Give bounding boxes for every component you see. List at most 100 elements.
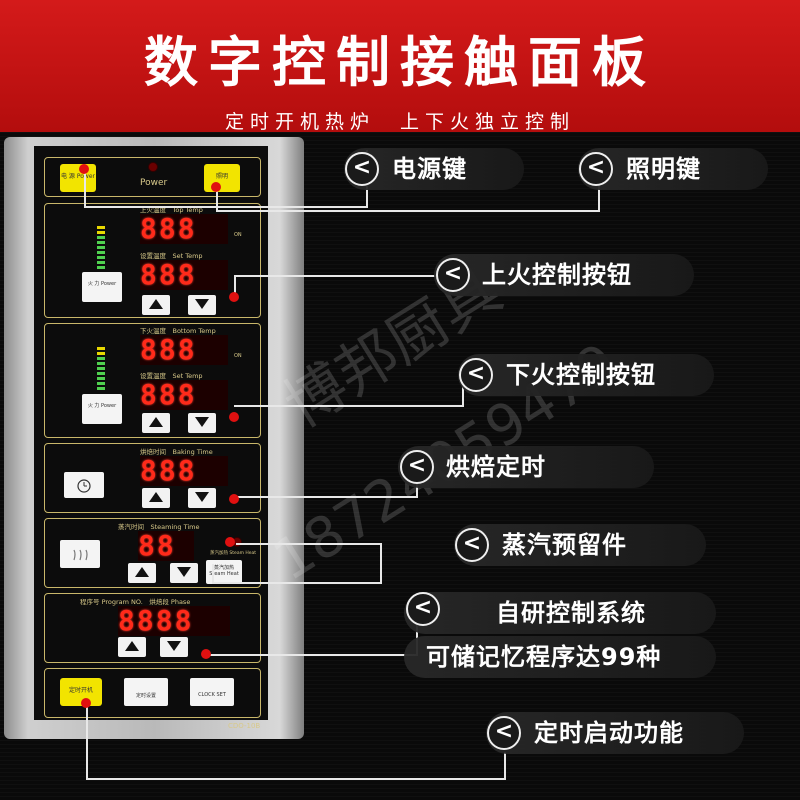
page-subtitle: 定时开机热炉 上下火独立控制	[224, 111, 575, 133]
steaming-up-button[interactable]	[128, 563, 156, 583]
down-arrow-icon	[195, 492, 209, 502]
marker-dot	[229, 292, 239, 302]
power-led	[148, 162, 158, 172]
level-bar	[97, 372, 105, 375]
connector-line	[216, 210, 600, 212]
power-section	[44, 157, 261, 197]
program-label: 程序号 Program NO. 烘焙段 Phase	[80, 598, 191, 606]
bottom-set-display-bg	[140, 380, 228, 410]
program-up-button[interactable]	[118, 637, 146, 657]
baking-key[interactable]	[64, 472, 104, 498]
baking-display: 888	[140, 454, 197, 487]
callout-steam: 蒸汽预留件	[454, 524, 706, 566]
model-label: CDO-10B	[228, 722, 261, 730]
top-down-button[interactable]	[188, 295, 216, 315]
marker-dot	[229, 494, 239, 504]
chevron-left-icon: <	[487, 716, 521, 750]
level-bar	[97, 241, 105, 244]
marker-dot	[211, 182, 221, 192]
level-bar	[97, 362, 105, 365]
up-arrow-icon	[135, 567, 149, 577]
level-bar	[97, 357, 105, 360]
chevron-left-icon: <	[436, 258, 470, 292]
connector-line	[84, 206, 368, 208]
clock-section	[44, 668, 261, 718]
marker-dot	[229, 412, 239, 422]
chevron-left-icon: <	[400, 450, 434, 484]
level-bar	[97, 387, 105, 390]
level-bar	[97, 246, 105, 249]
clock-set-key[interactable]: CLOCK SET	[190, 678, 234, 706]
clock-set-key-label: CLOCK SET	[198, 692, 226, 698]
top-power-key[interactable]: 火 力 Power	[82, 272, 122, 302]
program-display-bg	[118, 606, 230, 636]
top-set-label: 设置温度 Set Temp	[140, 252, 203, 260]
steaming-display: 88	[138, 529, 176, 562]
connector-line	[206, 654, 418, 656]
down-arrow-icon	[167, 641, 181, 651]
bottom-set-display: 888	[140, 378, 197, 411]
up-arrow-icon	[125, 641, 139, 651]
level-bar	[97, 266, 105, 269]
connector-line	[216, 187, 218, 211]
down-arrow-icon	[177, 567, 191, 577]
baking-down-button[interactable]	[188, 488, 216, 508]
bottom-fire-section	[44, 323, 261, 438]
marker-dot	[79, 164, 89, 174]
chevron-left-icon: <	[459, 358, 493, 392]
baking-section	[44, 443, 261, 513]
chevron-left-icon: <	[579, 152, 613, 186]
power-key-label: 电 源 Power	[61, 173, 95, 180]
chevron-left-icon: <	[455, 528, 489, 562]
level-bar	[97, 382, 105, 385]
marker-dot	[81, 698, 91, 708]
bottom-up-button[interactable]	[142, 413, 170, 433]
level-bar	[97, 367, 105, 370]
connector-line	[212, 564, 214, 584]
top-temp-label: 上火温度 Top Temp	[140, 206, 203, 214]
bottom-down-button[interactable]	[188, 413, 216, 433]
callout-program-memory: 可储记忆程序达99种	[404, 636, 716, 678]
marker-dot	[201, 649, 211, 659]
level-bar	[97, 261, 105, 264]
steaming-label: 蒸汽时间 Steaming Time	[118, 523, 200, 531]
callout-top-fire: 上火控制按钮	[434, 254, 694, 296]
light-key[interactable]: 照明	[204, 164, 240, 192]
callout-control-system: 自研控制系统	[404, 592, 716, 634]
connector-line	[86, 702, 88, 780]
top-set-display: 888	[140, 258, 197, 291]
page-title: 数字控制接触面板	[144, 31, 656, 94]
connector-line	[84, 169, 86, 207]
connector-line	[236, 543, 382, 545]
top-up-button[interactable]	[142, 295, 170, 315]
level-bar	[97, 226, 105, 229]
level-bar	[97, 236, 105, 239]
program-down-button[interactable]	[160, 637, 188, 657]
timer-set-key[interactable]: 定时设置	[124, 678, 168, 706]
steaming-down-button[interactable]	[170, 563, 198, 583]
bottom-temp-display: 888	[140, 333, 197, 366]
baking-up-button[interactable]	[142, 488, 170, 508]
connector-line	[234, 496, 418, 498]
connector-line	[234, 275, 236, 297]
light-key-label: 照明	[215, 173, 228, 180]
power-key[interactable]: 电 源 Power	[60, 164, 96, 192]
callout-light-key: 照明键	[578, 148, 768, 190]
level-bar	[97, 347, 105, 350]
top-on-label: ON	[234, 232, 242, 238]
timed-start-key-label: 定时开机	[68, 687, 93, 694]
chevron-left-icon: <	[406, 592, 440, 626]
connector-line	[504, 752, 506, 780]
timer-set-key-label: 定时设置	[135, 693, 156, 699]
up-arrow-icon	[149, 417, 163, 427]
bottom-power-key-label: 火 力 Power	[87, 403, 117, 409]
connector-line	[462, 384, 464, 406]
power-led-label: Power	[140, 178, 168, 188]
baking-label: 烘焙时间 Baking Time	[140, 448, 213, 456]
bottom-set-label: 设置温度 Set Temp	[140, 372, 203, 380]
steam-key[interactable]	[60, 540, 100, 568]
steam-heat-key-label: 蒸汽加热 Steam Heat	[209, 565, 239, 577]
steam-icon	[73, 549, 88, 561]
bottom-power-key[interactable]: 火 力 Power	[82, 394, 122, 424]
